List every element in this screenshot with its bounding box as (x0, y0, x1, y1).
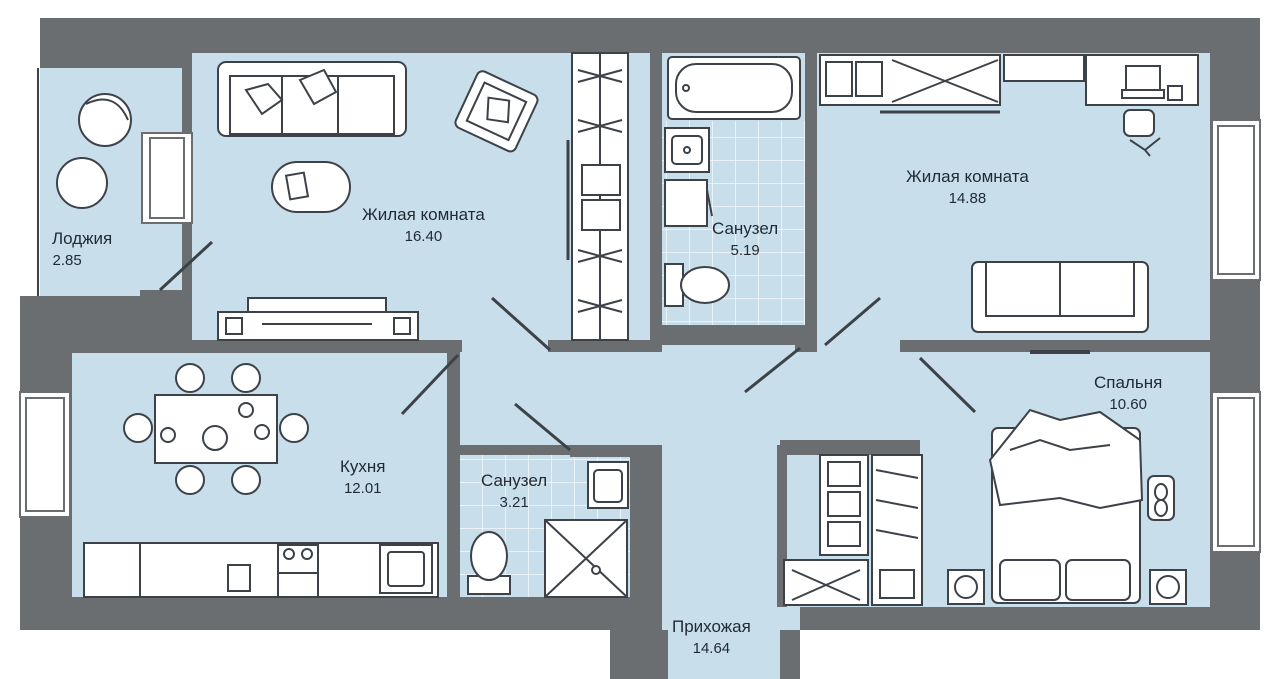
wardrobe-icon (819, 54, 1001, 114)
room-area: 12.01 (343, 480, 382, 497)
room-label-bedroom: Спальня 10.60 (1094, 372, 1162, 416)
room-name: Спальня (1094, 373, 1163, 392)
door (744, 346, 801, 394)
room-name: Санузел (712, 219, 779, 238)
room-label-bathroom-2: Санузел 3.21 (481, 470, 547, 514)
room-label-kitchen: Кухня 12.01 (340, 456, 386, 500)
room-name: Санузел (481, 471, 548, 490)
laptop-icon (1121, 65, 1183, 101)
shower-icon (544, 519, 628, 598)
window (1211, 119, 1261, 281)
washing-machine-icon (664, 179, 713, 227)
toilet-icon (467, 531, 511, 595)
room-name: Жилая комната (906, 167, 1029, 186)
door (824, 296, 881, 347)
hallway-floor (460, 345, 920, 679)
door (158, 240, 214, 292)
dining-table-icon (154, 394, 278, 464)
wardrobe-icon (566, 52, 629, 341)
room-label-hallway: Прихожая 14.64 (672, 616, 751, 660)
wardrobe-icon (783, 454, 923, 606)
room-area: 10.60 (1109, 396, 1147, 413)
armchair-icon (454, 70, 539, 153)
door (490, 296, 552, 352)
tv-stand-icon (217, 297, 419, 341)
fan-icon (947, 569, 1187, 605)
windows (19, 68, 1261, 553)
door (918, 356, 977, 414)
room-name: Жилая комната (362, 205, 485, 224)
sofa-icon (217, 61, 407, 137)
window (1211, 391, 1261, 553)
sink-icon (587, 461, 629, 509)
room-label-loggia: Лоджия 2.85 (52, 228, 112, 272)
bathtub-icon (667, 56, 801, 120)
desk-icon (1003, 54, 1199, 106)
door (400, 353, 460, 416)
oven-icon (227, 564, 319, 598)
room-label-bathroom-1: Санузел 5.19 (712, 218, 778, 262)
office-chair-icon (1123, 109, 1161, 157)
room-name: Кухня (340, 457, 386, 476)
stove-icon (83, 542, 439, 598)
room-area: 16.40 (404, 228, 443, 245)
round-table-icon (56, 157, 108, 209)
sofa-icon (971, 261, 1149, 354)
sink-icon (664, 127, 710, 173)
door (514, 402, 571, 452)
window (19, 391, 71, 518)
room-name: Лоджия (52, 229, 113, 248)
slippers-icon (1147, 475, 1175, 521)
room-label-living-room-2: Жилая комната 14.88 (906, 166, 1029, 210)
room-area: 14.64 (692, 640, 731, 657)
room-area: 2.85 (52, 252, 82, 269)
doors (158, 240, 977, 452)
coffee-table-icon (271, 161, 351, 213)
room-area: 5.19 (730, 242, 760, 259)
furniture (56, 52, 1199, 606)
room-area: 3.21 (499, 494, 529, 511)
toilet-icon (664, 263, 730, 307)
chair-icon (123, 363, 309, 495)
bed-icon (988, 408, 1144, 604)
room-area: 14.88 (948, 190, 987, 207)
lounge-chair-icon (78, 93, 132, 147)
room-name: Прихожая (672, 617, 751, 636)
room-label-living-room-1: Жилая комната 16.40 (362, 204, 485, 248)
